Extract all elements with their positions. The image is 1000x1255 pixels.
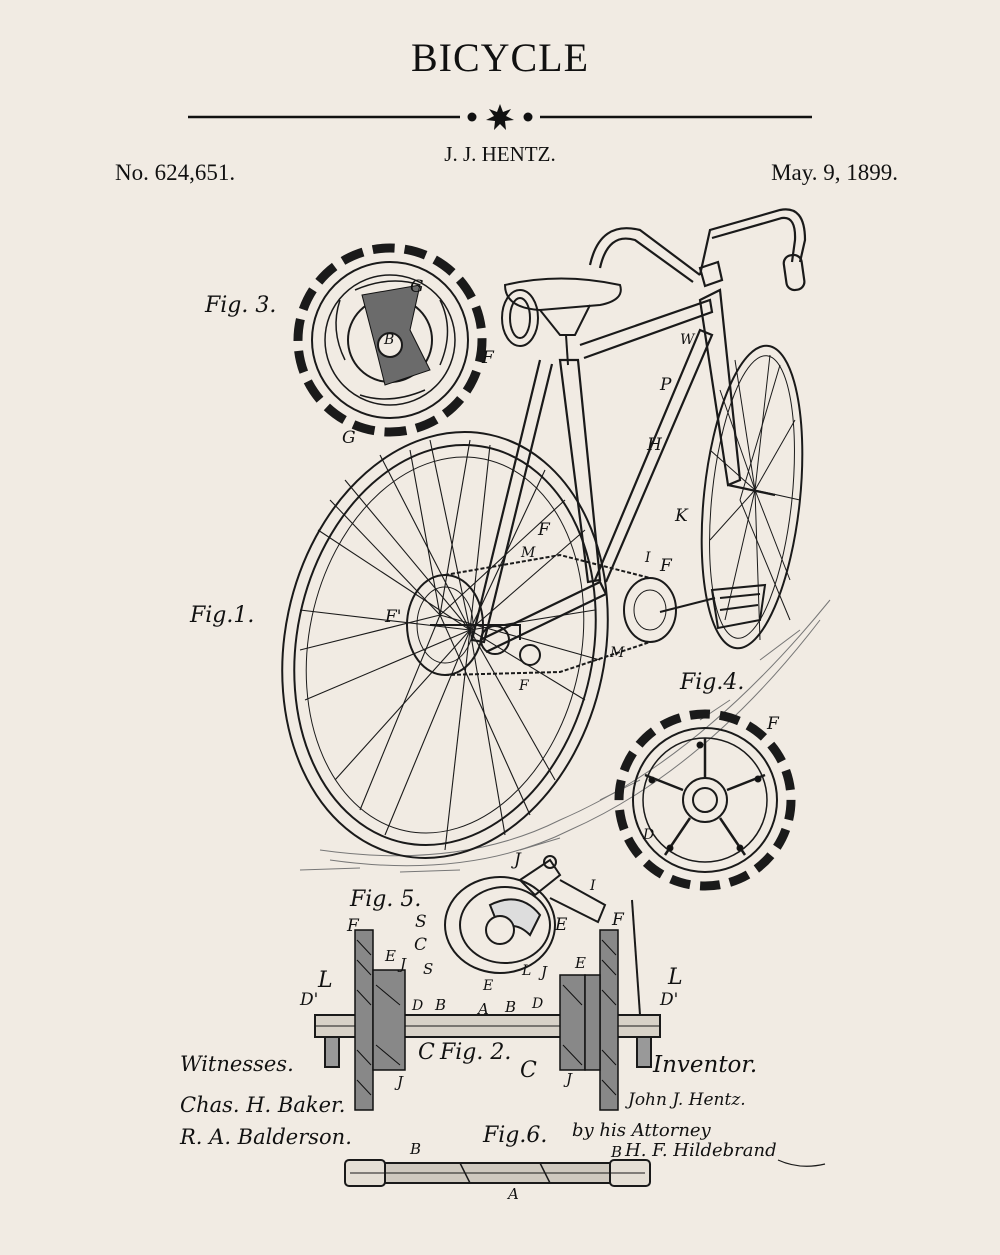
fig5-part-e-bottom: E (483, 978, 494, 994)
fig1-bicycle (281, 208, 807, 859)
fig4-label: Fig.4. (680, 670, 745, 695)
fig2-part-d1-right: D' (660, 990, 679, 1010)
fig2-axle-section (314, 899, 661, 1111)
fig1-part-f-left: F' (385, 607, 402, 627)
fig2-part-j-bottom-left: J (397, 1073, 404, 1091)
fig2-part-c-right: C (520, 1058, 537, 1083)
fig6-part-b-right: B (611, 1143, 623, 1161)
fig5-clutch (444, 855, 607, 974)
fig2-part-b-right: B (505, 998, 517, 1016)
inventor-heading: J. J. HENTZ. (444, 142, 556, 166)
fig6-label: Fig.6. (483, 1123, 548, 1148)
fig2-part-l-right: L (668, 965, 683, 990)
fig2-part-b-left: B (435, 996, 447, 1014)
patent-drawing: Fig. 3. Fig.1. Fig.4. Fig. 5. Fig. 2. Fi… (0, 190, 1000, 1250)
drawing-linework (281, 208, 831, 1187)
fig2-part-j-bottom-right: J (566, 1070, 573, 1088)
document-title: BICYCLE (410, 35, 590, 80)
fig2-part-d1-left: D' (300, 990, 319, 1010)
fig1-part-p: P (660, 375, 672, 395)
fig2-label: Fig. 2. (440, 1040, 512, 1065)
ornamental-divider (188, 104, 812, 130)
fig1-part-m-top: M (521, 545, 536, 561)
fig2-part-l-left: L (318, 968, 333, 993)
fig1-part-h: H (647, 435, 662, 455)
patent-date: May. 9, 1899. (771, 160, 898, 185)
fig6-part-b-left: B (410, 1140, 422, 1158)
fig3-part-b: B (384, 332, 395, 348)
signature-underlines (777, 1159, 826, 1167)
fig1-label: Fig.1. (190, 603, 255, 628)
fig2-part-c-left: C (418, 1040, 435, 1065)
fig2-part-d-left: D (412, 998, 424, 1014)
fig1-part-f-low: F (519, 678, 529, 694)
fig5-part-j: J (514, 850, 521, 870)
witness-signature-1: Chas. H. Baker. (180, 1093, 346, 1117)
fig4-part-f: F (767, 714, 779, 734)
fig3-label: Fig. 3. (205, 293, 277, 318)
bicycle-frame (470, 288, 776, 653)
star-ornament-icon (486, 104, 514, 130)
fig2-part-e-left: E (385, 947, 396, 965)
chain-drive (406, 553, 677, 676)
witnesses-label: Witnesses. (180, 1052, 294, 1076)
ground-shading (299, 599, 831, 873)
fig6-part-a: A (508, 1185, 519, 1203)
saddle (501, 277, 622, 366)
inventor-signature: John J. Hentz. (628, 1090, 746, 1110)
attorney-line: by his Attorney (572, 1120, 711, 1141)
fig2-part-f-right: F (612, 910, 624, 930)
fig2-part-a: A (478, 1000, 489, 1018)
attorney-signature: H. F. Hildebrand (625, 1140, 777, 1161)
fig2-part-s-left: S (423, 960, 434, 978)
pedal (659, 583, 767, 630)
fig6-shaft (344, 1159, 651, 1187)
witness-signature-2: R. A. Balderson. (180, 1125, 352, 1149)
fig1-part-k: K (675, 506, 688, 526)
fig2-part-f-left: F (347, 916, 359, 936)
fig2-part-d-right: D (532, 996, 544, 1012)
fig4-sprocket (614, 709, 796, 891)
fig1-part-w: W (680, 332, 695, 348)
rear-wheel (281, 431, 609, 859)
fig2-part-e-right: E (575, 954, 586, 972)
fig1-part-i: I (645, 550, 651, 566)
handlebar (588, 208, 807, 292)
fig5-label: Fig. 5. (350, 887, 422, 912)
fig3-sprocket (293, 243, 487, 437)
fig1-part-f-top: F (538, 520, 550, 540)
fig1-part-f-mid: F (660, 556, 672, 576)
inventor-label: Inventor. (653, 1052, 758, 1078)
fig5-part-e-right: E (555, 915, 568, 935)
fig2-part-j-right: J (541, 963, 548, 981)
fig5-part-i: I (590, 878, 596, 894)
fig5-part-c: C (414, 935, 428, 955)
fig5-part-l: L (522, 963, 532, 979)
patent-number: No. 624,651. (115, 160, 236, 185)
fig3-part-f: F (482, 348, 494, 368)
fig3-part-g-top: G (410, 277, 424, 297)
fig2-part-j-left: J (400, 955, 407, 973)
fig1-part-m-bottom: M (610, 645, 625, 661)
fig4-part-d: D (643, 827, 655, 843)
fig3-part-g-bottom: G (342, 428, 356, 448)
fig5-part-s: S (415, 912, 427, 932)
